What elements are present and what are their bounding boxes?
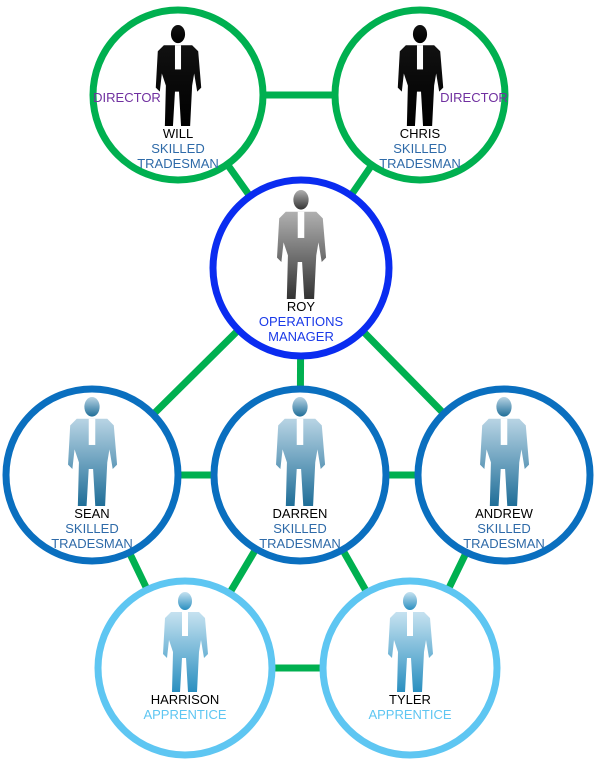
node-role: SKILLED <box>151 141 204 156</box>
person-silhouette-icon <box>277 190 327 299</box>
person-silhouette-icon <box>276 397 326 506</box>
node-ring <box>94 577 276 759</box>
node-role: APPRENTICE <box>368 707 451 722</box>
node-role: SKILLED <box>477 521 530 536</box>
nodes: WILLSKILLEDTRADESMANDIRECTORCHRISSKILLED… <box>2 6 594 759</box>
node-role: TRADESMAN <box>259 536 341 551</box>
node-ring <box>331 6 509 184</box>
node-role: TRADESMAN <box>51 536 133 551</box>
node-name: DARREN <box>273 506 328 521</box>
person-silhouette-icon <box>155 25 202 127</box>
node-name: TYLER <box>389 692 431 707</box>
node-name: WILL <box>163 126 193 141</box>
person-silhouette-icon <box>480 397 530 506</box>
person-silhouette-icon <box>68 397 118 506</box>
node-role: TRADESMAN <box>137 156 219 171</box>
node-role: TRADESMAN <box>379 156 461 171</box>
node-name: SEAN <box>74 506 109 521</box>
node-role: SKILLED <box>273 521 326 536</box>
node-role: SKILLED <box>65 521 118 536</box>
person-silhouette-icon <box>163 592 208 692</box>
person-silhouette-icon <box>388 592 433 692</box>
node-ring <box>319 577 501 759</box>
node-name: ANDREW <box>475 506 534 521</box>
node-ring <box>209 176 393 360</box>
node-role: MANAGER <box>268 329 334 344</box>
node-ring <box>210 385 390 565</box>
director-tag: DIRECTOR <box>440 90 508 105</box>
director-tag: DIRECTOR <box>93 90 161 105</box>
node-role: APPRENTICE <box>143 707 226 722</box>
node-name: CHRIS <box>400 126 441 141</box>
node-name: HARRISON <box>151 692 220 707</box>
node-ring <box>89 6 267 184</box>
node-ring <box>414 385 594 565</box>
node-ring <box>2 385 182 565</box>
person-silhouette-icon <box>397 25 444 127</box>
node-name: ROY <box>287 299 316 314</box>
node-role: OPERATIONS <box>259 314 344 329</box>
node-role: TRADESMAN <box>463 536 545 551</box>
node-role: SKILLED <box>393 141 446 156</box>
